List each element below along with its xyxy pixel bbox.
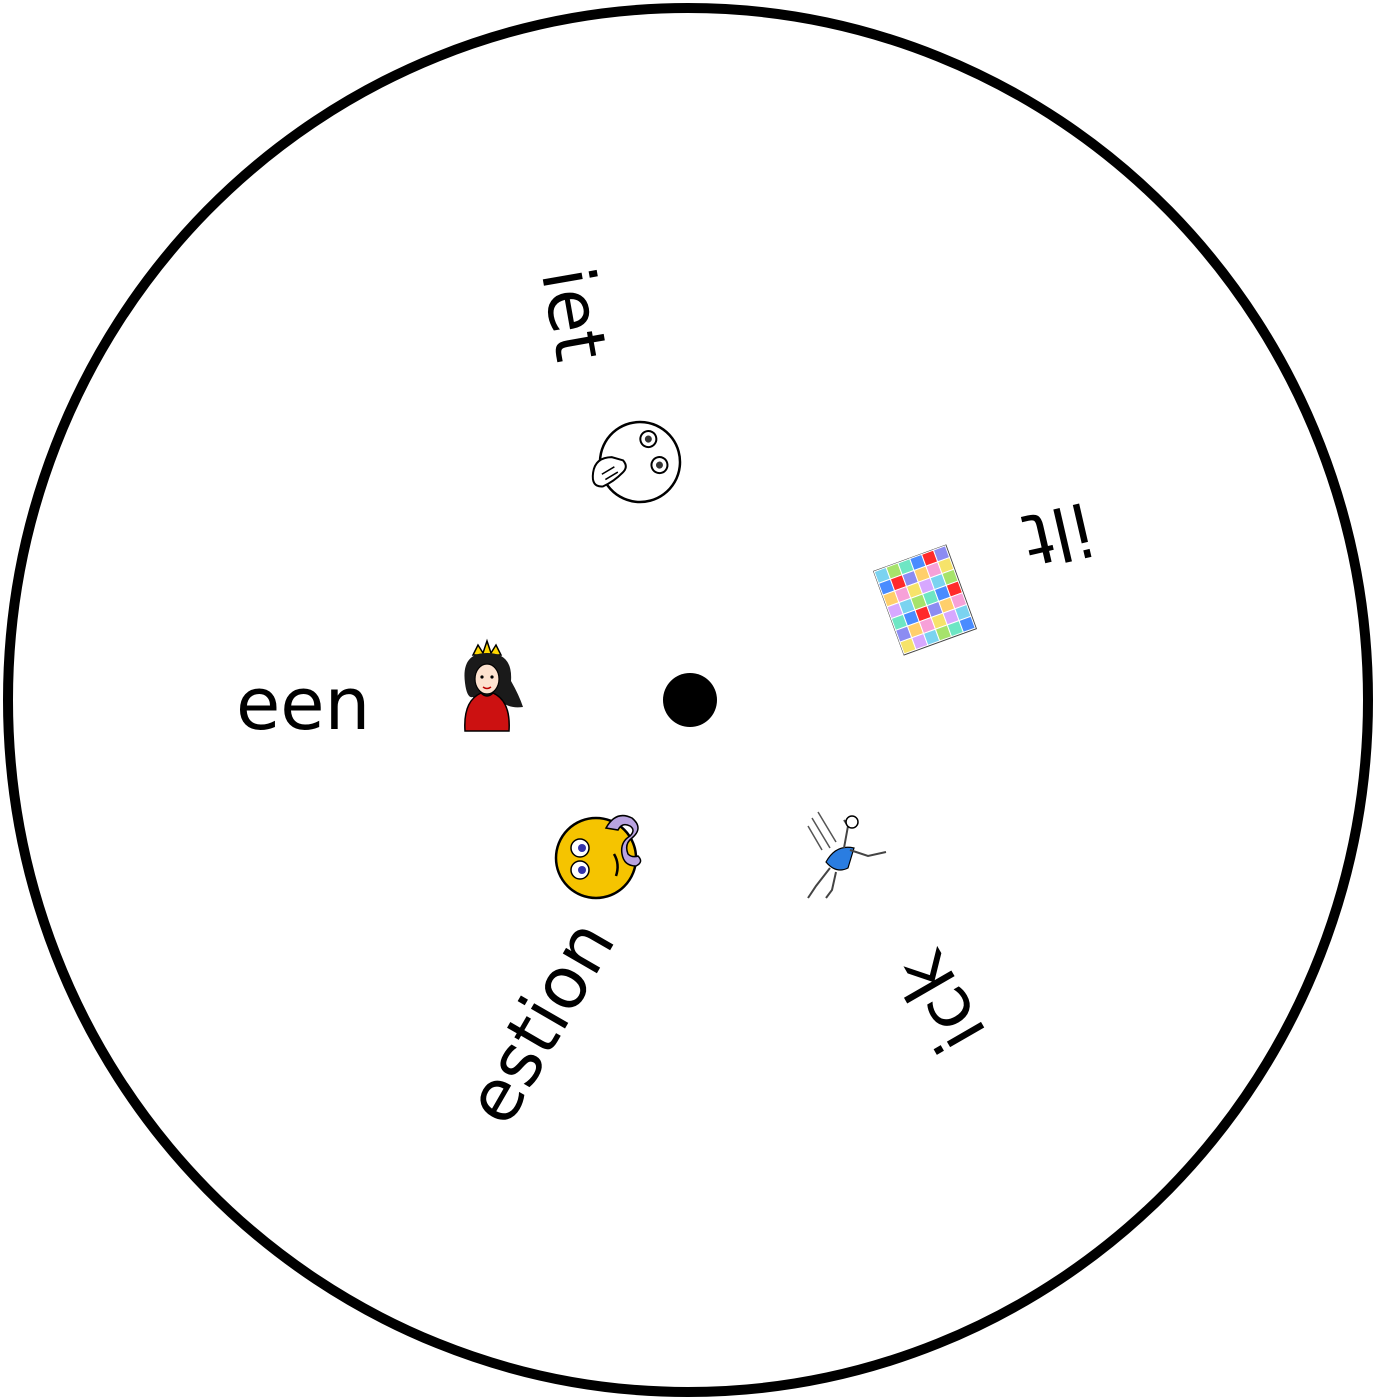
word-iet: iet xyxy=(531,262,618,366)
word-een: een xyxy=(236,668,370,740)
center-pivot[interactable] xyxy=(663,673,717,727)
